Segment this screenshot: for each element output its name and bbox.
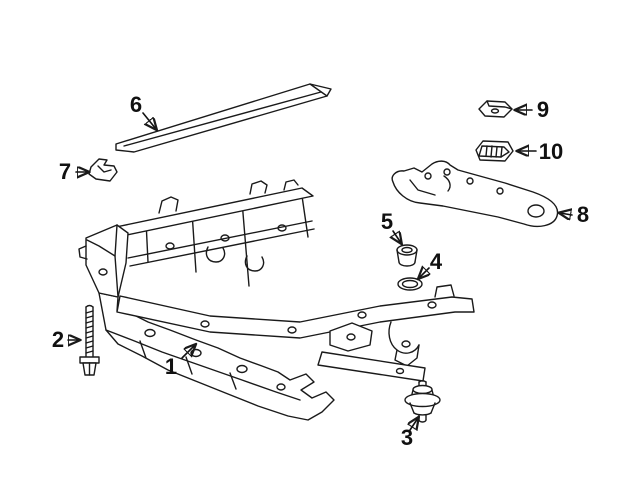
leader-arrow-1: [181, 345, 195, 359]
part-2-bolt: [79, 304, 100, 376]
part-9-pad: [478, 100, 513, 118]
part-10-spacer-block: [475, 140, 514, 162]
part-6-rail-strip: [115, 83, 332, 153]
leader-arrow-8: [560, 213, 573, 215]
leader-arrow-5: [393, 230, 401, 243]
callout-1-label: 1: [165, 354, 177, 379]
leader-arrow-4: [419, 268, 429, 278]
callout-8-label: 8: [577, 202, 589, 227]
part-4-washer: [397, 277, 423, 291]
callout-2-label: 2: [52, 327, 64, 352]
leader-arrow-6: [142, 112, 156, 129]
callout-labels: 1 2 3 4 5 6 7 8 9 10: [52, 92, 589, 450]
callout-10-label: 10: [539, 139, 563, 164]
part-5-grommet: [396, 244, 418, 267]
callout-3-label: 3: [401, 425, 413, 450]
part-3-body-mount: [404, 380, 441, 423]
callout-4-label: 4: [430, 249, 443, 274]
leader-arrow-3: [410, 418, 418, 430]
leader-arrows: [67, 110, 573, 430]
callout-9-label: 9: [537, 97, 549, 122]
part-1-frame-assembly: [78, 179, 475, 421]
callout-6-label: 6: [130, 92, 142, 117]
part-7-clip: [88, 158, 118, 182]
callout-5-label: 5: [381, 209, 393, 234]
part-8-support-bracket: [391, 160, 559, 228]
callout-7-label: 7: [59, 159, 71, 184]
